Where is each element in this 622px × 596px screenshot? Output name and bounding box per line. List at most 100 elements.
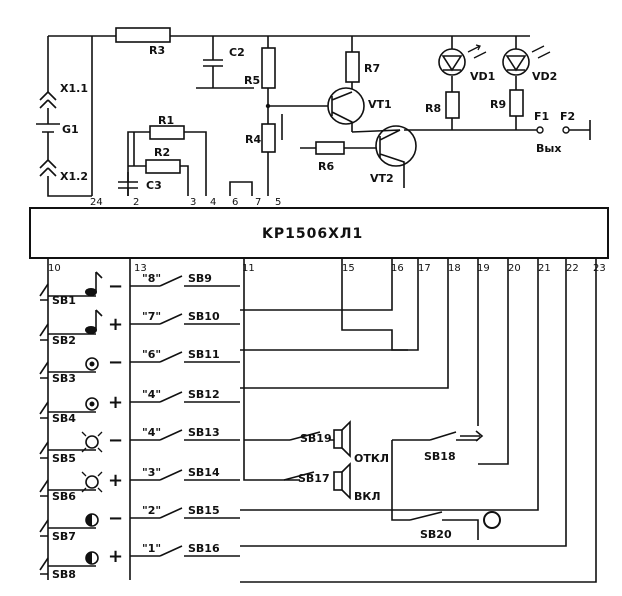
key-switch-row-7: "2"SB15−: [48, 504, 240, 529]
pin-24: 24: [90, 197, 103, 208]
key-code: "8": [142, 272, 161, 285]
key-name: SB12: [188, 388, 220, 401]
key-switch-row-5: "4" SB13 −: [48, 426, 240, 453]
resistor-r3: R3: [115, 27, 171, 57]
pin-18: 18: [448, 263, 461, 274]
key-sign: −: [108, 276, 123, 297]
pin-23: 23: [593, 263, 606, 274]
left-switch-4: SB4: [39, 401, 76, 425]
r2-label: R2: [154, 146, 170, 159]
vkl-label: ВКЛ: [354, 490, 381, 503]
left-switch-label: SB1: [52, 294, 76, 307]
pin-2: 2: [133, 197, 139, 208]
key-switch-column: "8"SB9−"7"SB10+"6"SB11−"4"SB12+"4"SB13−"…: [48, 271, 240, 567]
left-switch-1: SB1: [39, 283, 76, 307]
x11-label: X1.1: [60, 82, 88, 95]
pin-11: 11: [242, 263, 255, 274]
pin-19: 19: [477, 263, 490, 274]
divider-r5-r4: R5 R4: [244, 36, 330, 196]
key-sign: −: [108, 508, 123, 529]
key-symbol-icon: [85, 271, 103, 296]
output-terminals: F1 F2 Вых: [534, 110, 591, 155]
key-name: SB10: [188, 310, 220, 323]
left-switch-8: SB8: [39, 557, 76, 581]
pin-6: 6: [232, 197, 238, 208]
r8-label: R8: [425, 102, 441, 115]
sb19-label: SB19: [300, 432, 332, 445]
pin-17: 17: [418, 263, 431, 274]
key-code: "4": [142, 388, 161, 401]
key-symbol-icon: [85, 357, 99, 371]
left-switch-label: SB3: [52, 372, 76, 385]
c3-label: C3: [146, 179, 162, 192]
r4-label: R4: [245, 133, 261, 146]
key-name: SB9: [188, 272, 212, 285]
key-switch-row-6: "3"SB14+: [48, 466, 240, 493]
capacitor-c2: C2: [196, 36, 254, 89]
transistor-vt1: R7 VT1: [327, 36, 392, 132]
matrix-wires: [47, 258, 597, 583]
r3-label: R3: [149, 44, 165, 57]
key-name: SB13: [188, 426, 220, 439]
left-switch-label: SB8: [52, 568, 76, 581]
vd2-label: VD2: [532, 70, 557, 83]
left-switch-7: SB7: [39, 519, 76, 543]
key-sign: +: [108, 392, 123, 413]
c2-label: C2: [229, 46, 245, 59]
r5-label: R5: [244, 74, 260, 87]
pin-3: 3: [190, 197, 196, 208]
key-switch-row-3: "6"SB11−: [48, 348, 240, 373]
sb17-label: SB17: [298, 472, 330, 485]
left-switch-label: SB2: [52, 334, 76, 347]
key-code: "1": [142, 542, 161, 555]
transistor-vt2: R6 VT2: [300, 125, 417, 188]
sb20-switch: SB20: [409, 511, 501, 541]
left-switch-5: SB5: [39, 441, 76, 465]
led-vd1: VD1 R8: [425, 36, 495, 130]
ic-name: KP1506XЛ1: [262, 226, 363, 242]
key-switch-row-4: "4" SB12 +: [48, 388, 240, 413]
key-code: "4": [142, 426, 161, 439]
left-switch-2: SB2: [39, 323, 76, 347]
pin-5: 5: [275, 197, 281, 208]
pin-15: 15: [342, 263, 355, 274]
f1-label: F1: [534, 110, 549, 123]
sb20-label: SB20: [420, 528, 452, 541]
sound-block: SB19 SB17 ОТКЛ ВКЛ: [283, 420, 389, 503]
pin-22: 22: [566, 263, 579, 274]
vt1-label: VT1: [368, 98, 392, 111]
pin-10: 10: [48, 263, 61, 274]
led-vd2: VD2 R9: [490, 36, 557, 130]
r6-label: R6: [318, 160, 334, 173]
key-symbol-icon: [85, 309, 103, 334]
key-switch-row-1: "8" SB9 −: [48, 271, 240, 297]
left-switch-label: SB7: [52, 530, 76, 543]
pin6-7-loop: [229, 181, 253, 196]
r7-label: R7: [364, 62, 380, 75]
key-name: SB14: [188, 466, 220, 479]
key-code: "3": [142, 466, 161, 479]
key-sign: +: [108, 314, 123, 335]
key-symbol-icon: [85, 397, 99, 411]
sb18-label: SB18: [424, 450, 456, 463]
left-switch-label: SB4: [52, 412, 76, 425]
key-name: SB11: [188, 348, 220, 361]
left-switch-6: SB6: [39, 479, 76, 503]
key-symbol-icon: [81, 471, 103, 493]
pin-16: 16: [391, 263, 404, 274]
key-sign: −: [108, 430, 123, 451]
key-symbol-icon: [81, 431, 103, 453]
f2-label: F2: [560, 110, 575, 123]
g1-label: G1: [62, 123, 79, 136]
key-name: SB16: [188, 542, 220, 555]
sb18-switch: SB18: [392, 430, 484, 463]
pin-21: 21: [538, 263, 551, 274]
pin-7: 7: [255, 197, 261, 208]
x12-label: X1.2: [60, 170, 88, 183]
pin-20: 20: [508, 263, 521, 274]
rc-network: R1 R2 C3: [118, 114, 207, 196]
otkl-label: ОТКЛ: [354, 452, 389, 465]
r1-label: R1: [158, 114, 174, 127]
output-label: Вых: [536, 142, 561, 155]
